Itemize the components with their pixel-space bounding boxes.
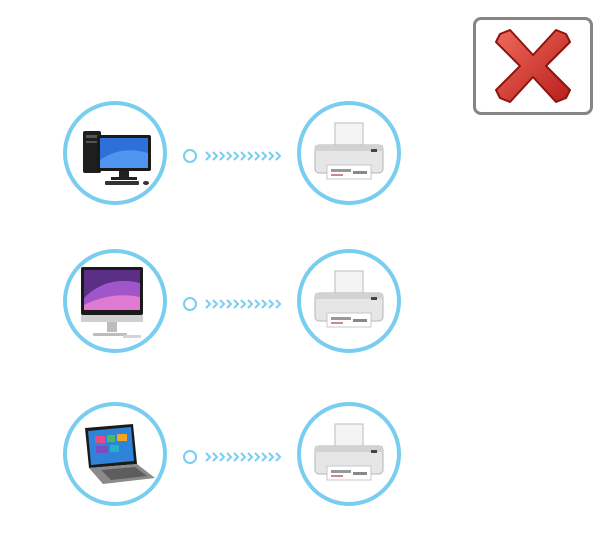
printer-icon <box>314 270 384 328</box>
computer-circle[interactable] <box>63 101 167 205</box>
printer-icon <box>314 122 384 180</box>
connection-dots <box>183 149 282 163</box>
printer-circle[interactable] <box>297 101 401 205</box>
connection-row-all-in-one <box>0 249 614 361</box>
all-in-one-computer-icon <box>81 267 143 338</box>
connection-row-laptop <box>0 402 614 514</box>
printer-circle[interactable] <box>297 249 401 353</box>
computer-circle[interactable] <box>63 249 167 353</box>
close-button[interactable] <box>473 17 593 115</box>
red-x-close-icon <box>495 29 571 103</box>
computer-circle[interactable] <box>63 402 167 506</box>
laptop-icon <box>85 424 155 484</box>
connection-dots <box>183 297 282 311</box>
connection-row-desktop <box>0 101 614 213</box>
connection-dots <box>183 450 282 464</box>
printer-icon <box>314 423 384 481</box>
desktop-computer-icon <box>83 131 151 185</box>
printer-circle[interactable] <box>297 402 401 506</box>
